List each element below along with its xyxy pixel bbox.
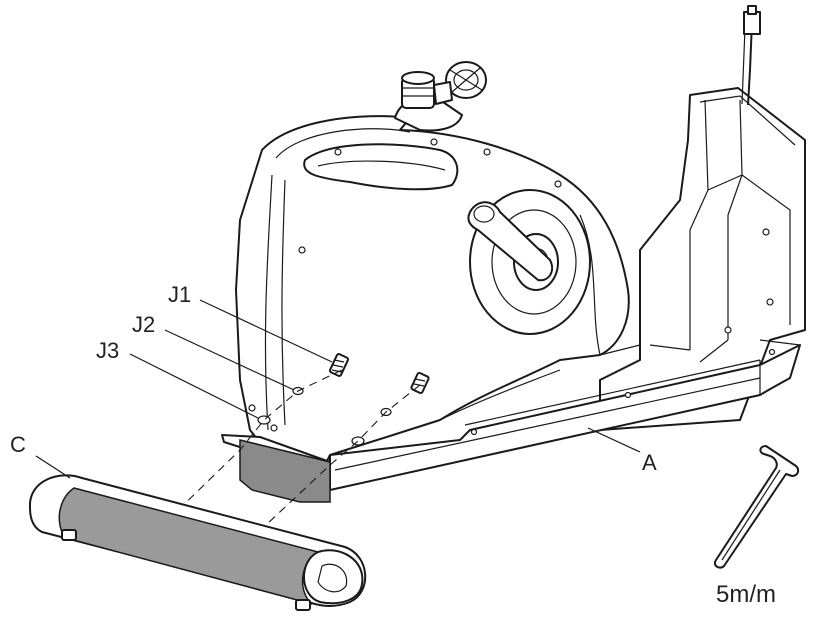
leader-j1 — [199, 299, 333, 363]
stabilizer-end-cap — [303, 549, 364, 605]
leader-a — [587, 427, 641, 453]
callout-c: C — [10, 432, 26, 457]
callout-j3: J3 — [96, 338, 119, 363]
bolt-j1-upper — [328, 353, 350, 377]
washer-j3-upper — [257, 415, 271, 425]
callout-j2: J2 — [132, 312, 155, 337]
leader-j2 — [164, 329, 295, 391]
main-frame — [235, 5, 806, 491]
assembly-path-upper — [167, 369, 343, 521]
cable — [747, 21, 753, 106]
allen-wrench-icon — [714, 445, 800, 569]
leader-j3 — [129, 353, 259, 419]
front-bracket — [239, 439, 331, 503]
stabilizer-foot-right — [295, 599, 311, 611]
leader-c — [35, 455, 71, 479]
crank-arm — [467, 201, 554, 282]
cable-connector — [743, 11, 761, 35]
front-stabilizer — [28, 474, 367, 611]
callout-a: A — [642, 450, 657, 475]
tool-size-label: 5m/m — [716, 581, 776, 608]
washer-j3-lower — [351, 436, 365, 446]
assembly-path-lower — [249, 384, 421, 541]
stabilizer-foot-left — [61, 529, 77, 541]
housing-handle — [303, 143, 459, 191]
base-rail — [329, 344, 801, 491]
tension-knob — [394, 61, 487, 132]
callout-j1: J1 — [168, 282, 191, 307]
